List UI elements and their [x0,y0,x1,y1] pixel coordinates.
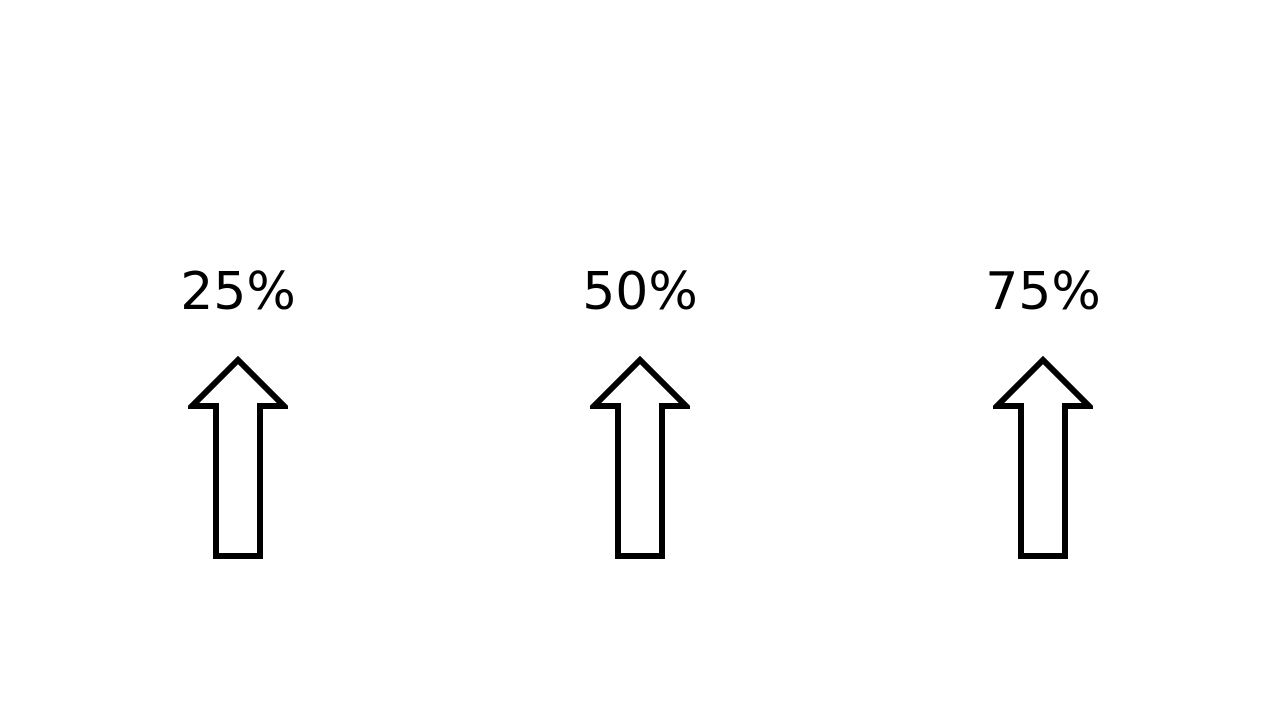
up-arrow-icon [590,356,690,559]
up-arrow-icon [993,356,1093,559]
percentage-label: 25% [180,262,296,322]
up-arrow-icon [188,356,288,559]
percentage-item: 75% [983,262,1103,562]
percentage-item: 25% [178,262,298,562]
percentage-label: 75% [985,262,1101,322]
percentage-item: 50% [580,262,700,562]
percentage-label: 50% [582,262,698,322]
